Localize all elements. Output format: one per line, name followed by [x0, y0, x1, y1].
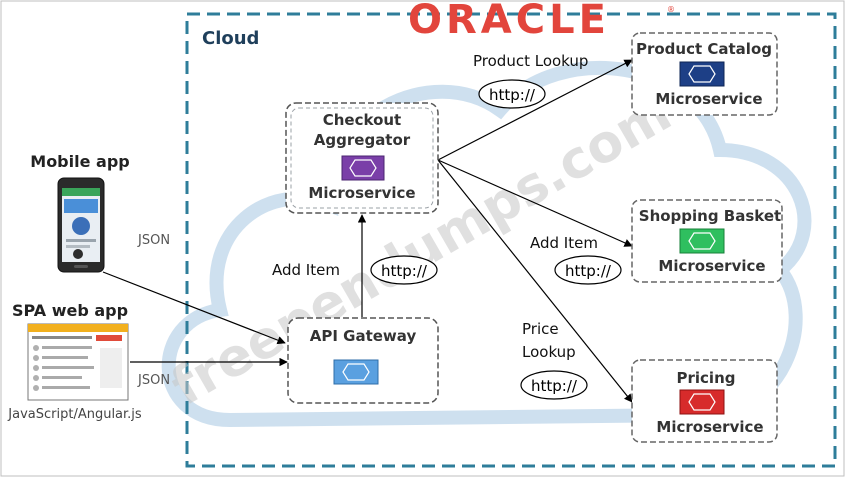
catalog-title: Product Catalog — [636, 40, 772, 58]
mobile-to-gateway-arrow — [102, 271, 286, 345]
catalog-hexagon-icon — [679, 61, 725, 87]
svg-text:http://: http:// — [489, 86, 536, 104]
checkout-basket-label: Add Item — [530, 234, 598, 252]
spa-json-label: JSON — [137, 373, 170, 388]
catalog-subtitle: Microservice — [655, 90, 762, 108]
gateway-title: API Gateway — [310, 327, 417, 345]
svg-text:http://: http:// — [565, 262, 612, 280]
checkout-pricing-label-2: Lookup — [522, 343, 576, 361]
basket-title: Shopping Basket — [639, 207, 781, 225]
checkout-title-2: Aggregator — [314, 131, 411, 149]
checkout-subtitle: Microservice — [308, 184, 415, 202]
checkout-pricing-label-1: Price — [522, 320, 559, 338]
mobile-json-label: JSON — [137, 233, 170, 248]
registered-mark-icon: ® — [667, 5, 675, 14]
pricing-title: Pricing — [677, 369, 736, 387]
spa-app-label: SPA web app — [12, 301, 128, 320]
mobile-app-label: Mobile app — [30, 152, 129, 171]
basket-subtitle: Microservice — [658, 257, 765, 275]
svg-text:http://: http:// — [381, 262, 428, 280]
oracle-logo: ORACLE — [408, 0, 610, 43]
mobile-phone-icon — [57, 177, 105, 273]
gateway-checkout-label: Add Item — [272, 261, 340, 279]
product-catalog-node: Product Catalog Microservice — [631, 32, 778, 116]
checkout-to-pricing-arrow — [437, 159, 633, 403]
http-badge-gateway-checkout: http:// — [370, 255, 438, 285]
checkout-to-basket-arrow — [437, 159, 633, 247]
checkout-catalog-label: Product Lookup — [473, 52, 588, 70]
pricing-node: Pricing Microservice — [631, 359, 778, 443]
api-gateway-node: API Gateway — [287, 317, 439, 404]
checkout-to-catalog-arrow — [437, 59, 633, 161]
http-badge-checkout-basket: http:// — [554, 255, 622, 285]
checkout-title-1: Checkout — [323, 111, 401, 129]
basket-hexagon-icon — [679, 228, 725, 254]
http-badge-checkout-pricing: http:// — [520, 370, 588, 400]
http-badge-checkout-catalog: http:// — [478, 79, 546, 109]
gateway-hexagon-icon — [333, 359, 379, 385]
pricing-subtitle: Microservice — [656, 418, 763, 436]
checkout-hexagon-icon — [341, 155, 385, 181]
shopping-basket-node: Shopping Basket Microservice — [631, 199, 783, 283]
browser-window-icon — [27, 323, 129, 401]
pricing-hexagon-icon — [679, 389, 725, 415]
cloud-label: Cloud — [202, 28, 259, 49]
spa-caption: JavaScript/Angular.js — [7, 407, 142, 422]
checkout-aggregator-node: Checkout Aggregator Microservice — [285, 102, 439, 214]
cloud-boundary — [185, 12, 837, 468]
svg-text:http://: http:// — [531, 377, 578, 395]
